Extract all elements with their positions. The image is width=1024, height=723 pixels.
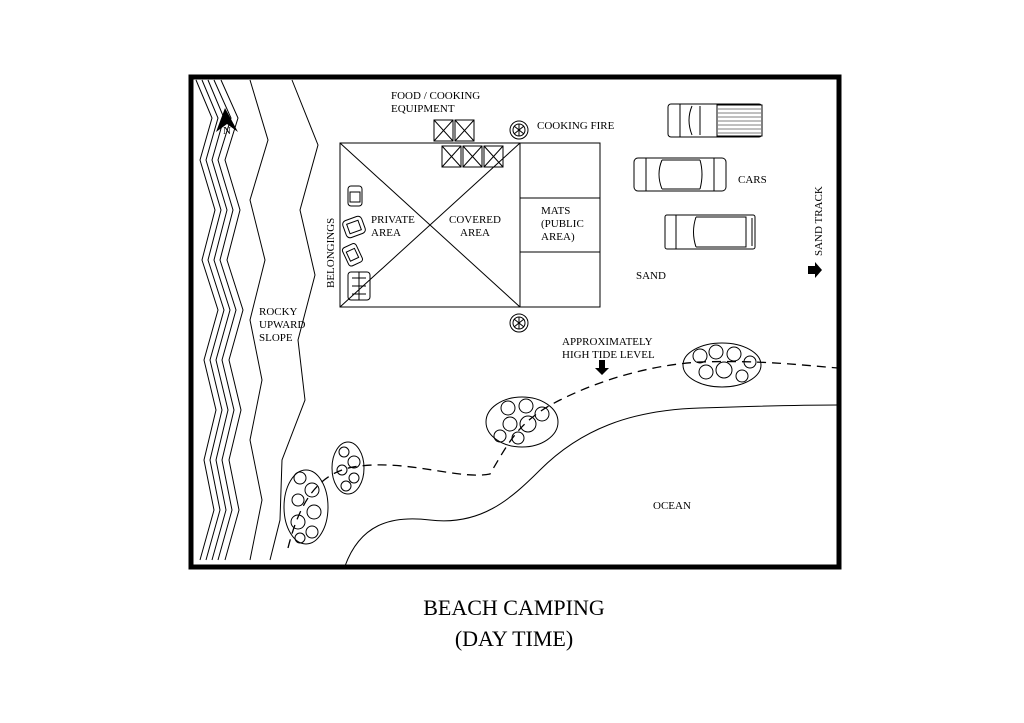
- pickup-truck-icon: [667, 103, 763, 138]
- cars-label: CARS: [738, 174, 767, 186]
- cooking-fire-label: COOKING FIRE: [537, 120, 615, 132]
- rocky-slope-label: ROCKY: [259, 306, 298, 318]
- food-boxes: [433, 119, 504, 168]
- north-label: N: [223, 125, 231, 137]
- sand-label: SAND: [636, 270, 666, 282]
- covered-area-label: COVERED: [449, 214, 501, 226]
- arrow-right-icon: [808, 262, 822, 278]
- rock-cluster: [682, 342, 762, 388]
- covered-area-label: AREA: [460, 227, 490, 239]
- cooking-fire-icon: [509, 313, 529, 333]
- private-area-label: AREA: [371, 227, 401, 239]
- rocky-slope-contours: [195, 79, 319, 561]
- diagram-title: BEACH CAMPING: [423, 595, 605, 620]
- map-frame: [188, 74, 842, 570]
- cooking-fire-icon: [509, 120, 529, 140]
- sedan-car-icon: [633, 157, 727, 192]
- private-area-label: PRIVATE: [371, 214, 415, 226]
- high-tide-label: APPROXIMATELY: [562, 336, 653, 348]
- rocky-slope-label: SLOPE: [259, 332, 293, 344]
- rock-cluster: [331, 441, 365, 495]
- diagram-subtitle: (DAY TIME): [455, 626, 573, 651]
- suv-car-icon: [664, 214, 756, 250]
- tent-area: [339, 142, 601, 308]
- sand-track-label: SAND TRACK: [813, 186, 825, 256]
- mats-label: AREA): [541, 231, 575, 243]
- mats-label: (PUBLIC: [541, 218, 584, 230]
- shoreline: [344, 404, 839, 567]
- high-tide-label: HIGH TIDE LEVEL: [562, 349, 655, 361]
- food-label: FOOD / COOKING: [391, 90, 480, 102]
- rock-cluster: [485, 396, 559, 448]
- north-arrow-icon: N: [216, 108, 238, 137]
- arrow-down-icon: [595, 360, 609, 375]
- rock-cluster: [283, 469, 329, 545]
- mats-label: MATS: [541, 205, 570, 217]
- backpack-icons: [341, 185, 371, 301]
- rocky-slope-label: UPWARD: [259, 319, 306, 331]
- high-tide-line: [287, 360, 839, 549]
- ocean-label: OCEAN: [653, 500, 691, 512]
- belongings-label: BELONGINGS: [325, 218, 337, 288]
- food-label: EQUIPMENT: [391, 103, 455, 115]
